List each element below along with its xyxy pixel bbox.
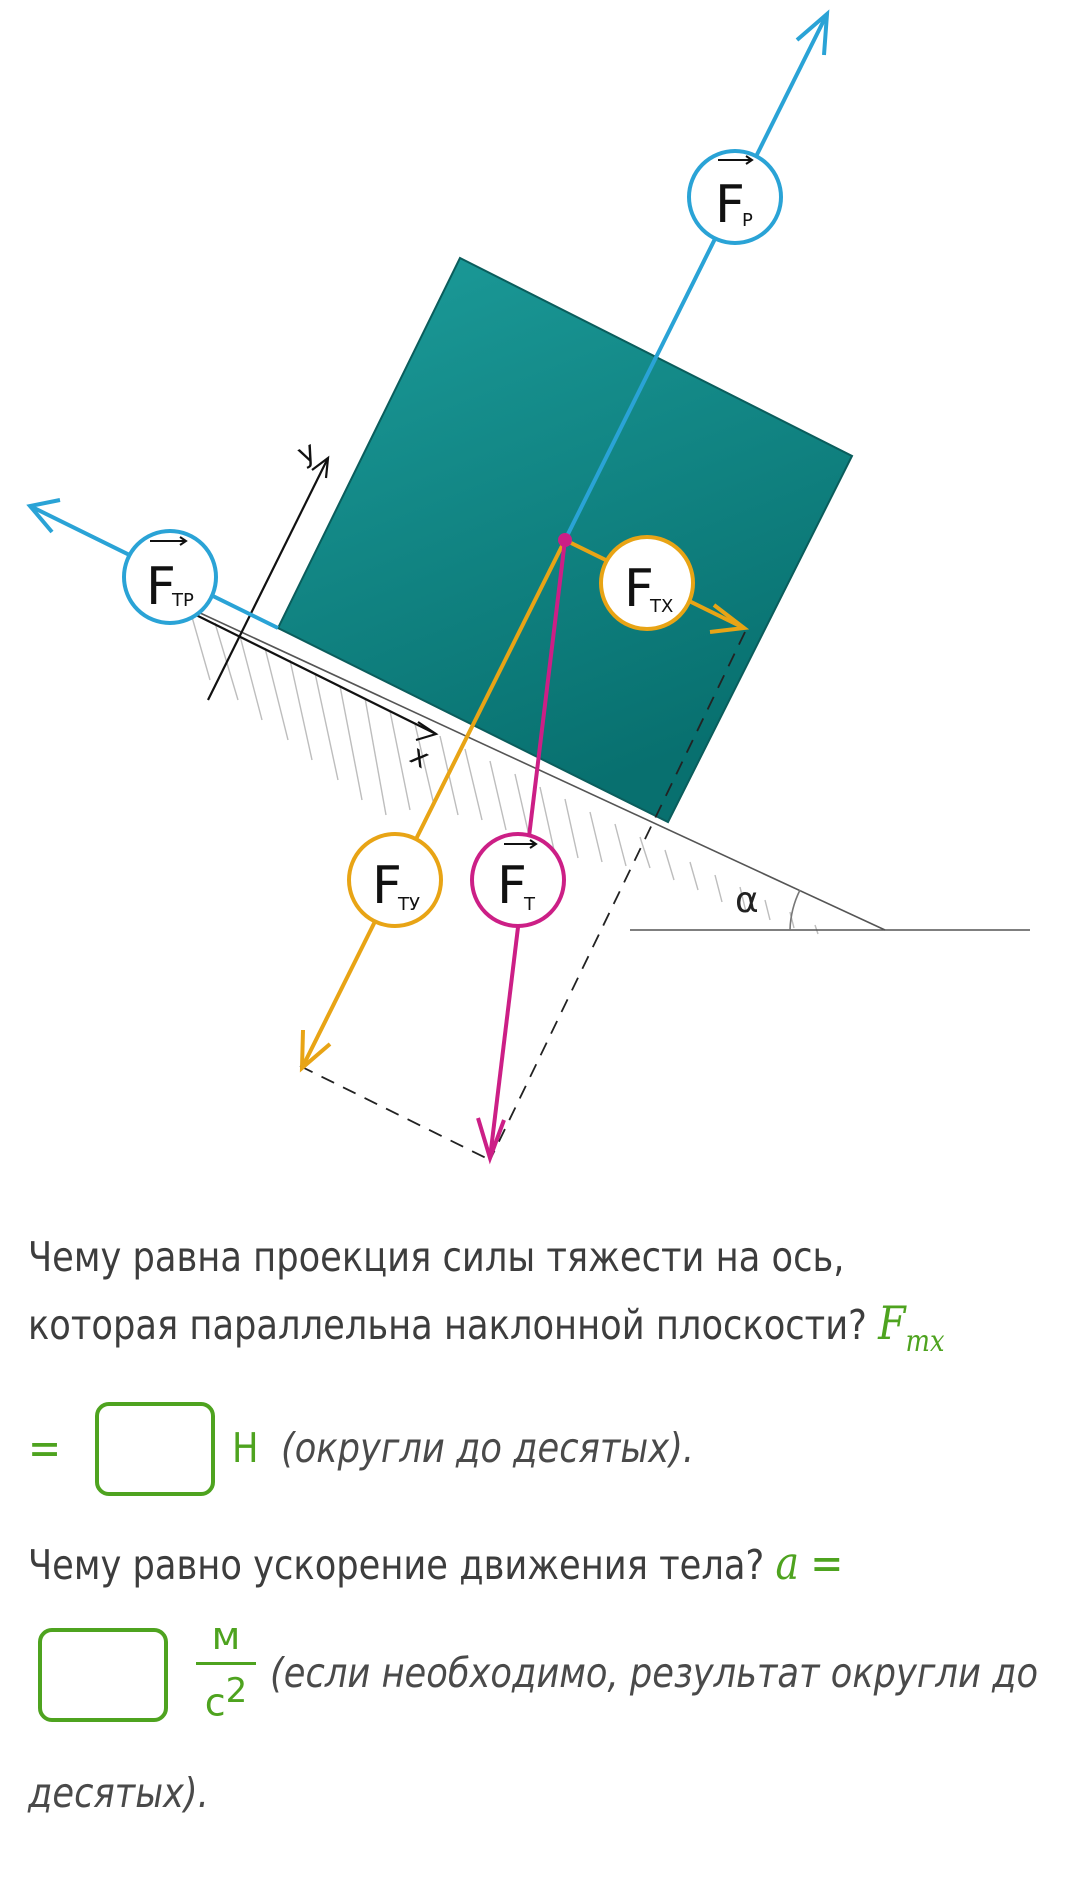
svg-text:Р: Р bbox=[742, 210, 753, 231]
variable-a: a bbox=[775, 1536, 800, 1590]
question1-line1: Чему равна проекция силы тяжести на ось, bbox=[28, 1233, 845, 1281]
unit-denominator: с2 bbox=[204, 1671, 248, 1725]
coordinate-axes bbox=[189, 455, 439, 742]
label-gravity-force: F Т bbox=[470, 832, 566, 928]
hint-round-tenths: (округли до десятых). bbox=[280, 1424, 695, 1472]
unit-newton: Н bbox=[232, 1424, 259, 1472]
svg-text:F: F bbox=[372, 856, 402, 916]
question1-equals: = bbox=[28, 1421, 62, 1475]
question2-hint-line1: (если необходимо, результат округли до bbox=[270, 1649, 1039, 1697]
inclined-plane-force-diagram: α y x F Р bbox=[26, 9, 1030, 1165]
question2-equals: = bbox=[810, 1536, 844, 1590]
projection-dashes bbox=[299, 631, 746, 1161]
angle-arc bbox=[789, 889, 801, 931]
label-support-force: F Р bbox=[687, 149, 783, 245]
axis-y-label: y bbox=[292, 434, 321, 471]
label-gravity-x-component: F ТХ bbox=[599, 535, 695, 631]
question1-text: которая параллельна наклонной плоскости? bbox=[28, 1301, 867, 1349]
unit-fraction: м с2 bbox=[196, 1614, 256, 1725]
gravity-y-component-arrow bbox=[299, 539, 567, 1073]
answer-input-acceleration[interactable] bbox=[38, 1628, 168, 1722]
question1-unit-hint: Н (округли до десятых). bbox=[232, 1415, 694, 1481]
svg-text:ТХ: ТХ bbox=[649, 596, 673, 617]
incline-surface bbox=[184, 605, 886, 931]
svg-text:ТУ: ТУ bbox=[397, 894, 420, 915]
svg-text:ТР: ТР bbox=[171, 590, 194, 611]
support-force-arrow bbox=[563, 9, 830, 541]
svg-text:F: F bbox=[146, 557, 176, 617]
svg-text:F: F bbox=[624, 559, 654, 619]
label-gravity-y-component: F ТУ bbox=[347, 832, 443, 928]
axis-x-label: x bbox=[405, 738, 436, 775]
question1-line2: которая параллельна наклонной плоскости?… bbox=[28, 1290, 945, 1363]
center-of-mass-point bbox=[558, 533, 572, 547]
question2-text: Чему равно ускорение движения тела? bbox=[28, 1541, 765, 1589]
label-friction-force: F ТР bbox=[122, 529, 218, 625]
question2-hint-line2: десятых). bbox=[28, 1769, 209, 1817]
answer-input-ftx[interactable] bbox=[95, 1402, 215, 1496]
svg-text:Т: Т bbox=[523, 894, 536, 915]
svg-text:F: F bbox=[497, 856, 527, 916]
ground-hatching bbox=[189, 609, 819, 935]
question2-line: Чему равно ускорение движения тела? a = bbox=[28, 1530, 843, 1598]
angle-label: α bbox=[735, 880, 759, 921]
svg-text:F: F bbox=[715, 175, 745, 235]
variable-ftx: Fт𝑥 bbox=[878, 1296, 945, 1359]
unit-numerator: м bbox=[211, 1614, 241, 1658]
